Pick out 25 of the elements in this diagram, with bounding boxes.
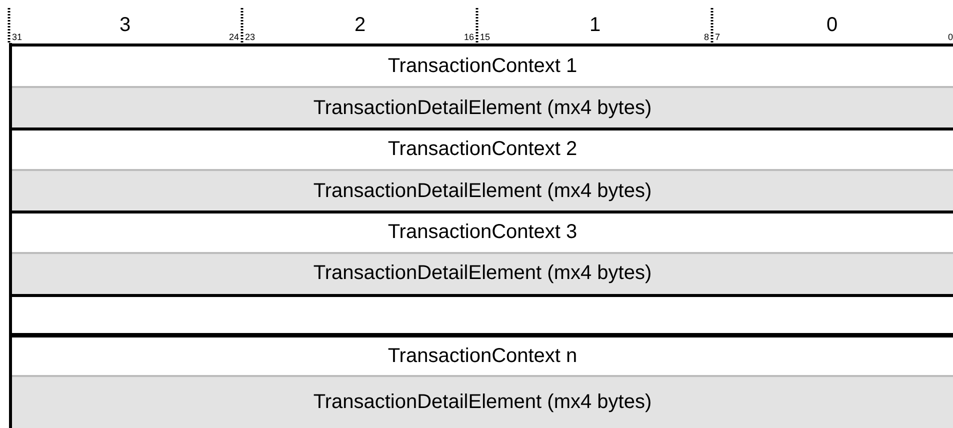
row-text: TransactionDetailElement (mx4 bytes) (313, 180, 652, 202)
bit-number: 16 (464, 33, 474, 42)
byte-number: 1 (589, 15, 601, 35)
bit-number: 23 (245, 33, 256, 42)
detail-row (12, 376, 953, 428)
bit-number: 31 (12, 33, 22, 42)
row-text: TransactionDetailElement (mx4 bytes) (313, 96, 652, 120)
bit-number: 24 (228, 33, 239, 42)
detail-row (12, 87, 953, 129)
row-text: TransactionDetailElement (mx4 bytes) (313, 262, 652, 285)
row-text: TransactionContext n (388, 344, 578, 368)
byte-number: 2 (354, 15, 366, 35)
detail-row (12, 170, 953, 212)
bit-number: 8 (704, 33, 709, 42)
empty-row (12, 294, 953, 336)
bit-number: 7 (715, 33, 720, 42)
bit-number: 15 (480, 33, 490, 42)
row-text: TransactionContext 2 (388, 138, 578, 161)
byte-number: 3 (119, 15, 131, 35)
bit-number: 0 (948, 33, 953, 42)
row-text: TransactionContext 3 (388, 221, 578, 244)
detail-row (12, 253, 953, 294)
row-text: TransactionContext 1 (388, 54, 578, 78)
byte-number: 0 (826, 15, 838, 35)
row-text: TransactionDetailElement (mx4 bytes) (313, 390, 652, 414)
